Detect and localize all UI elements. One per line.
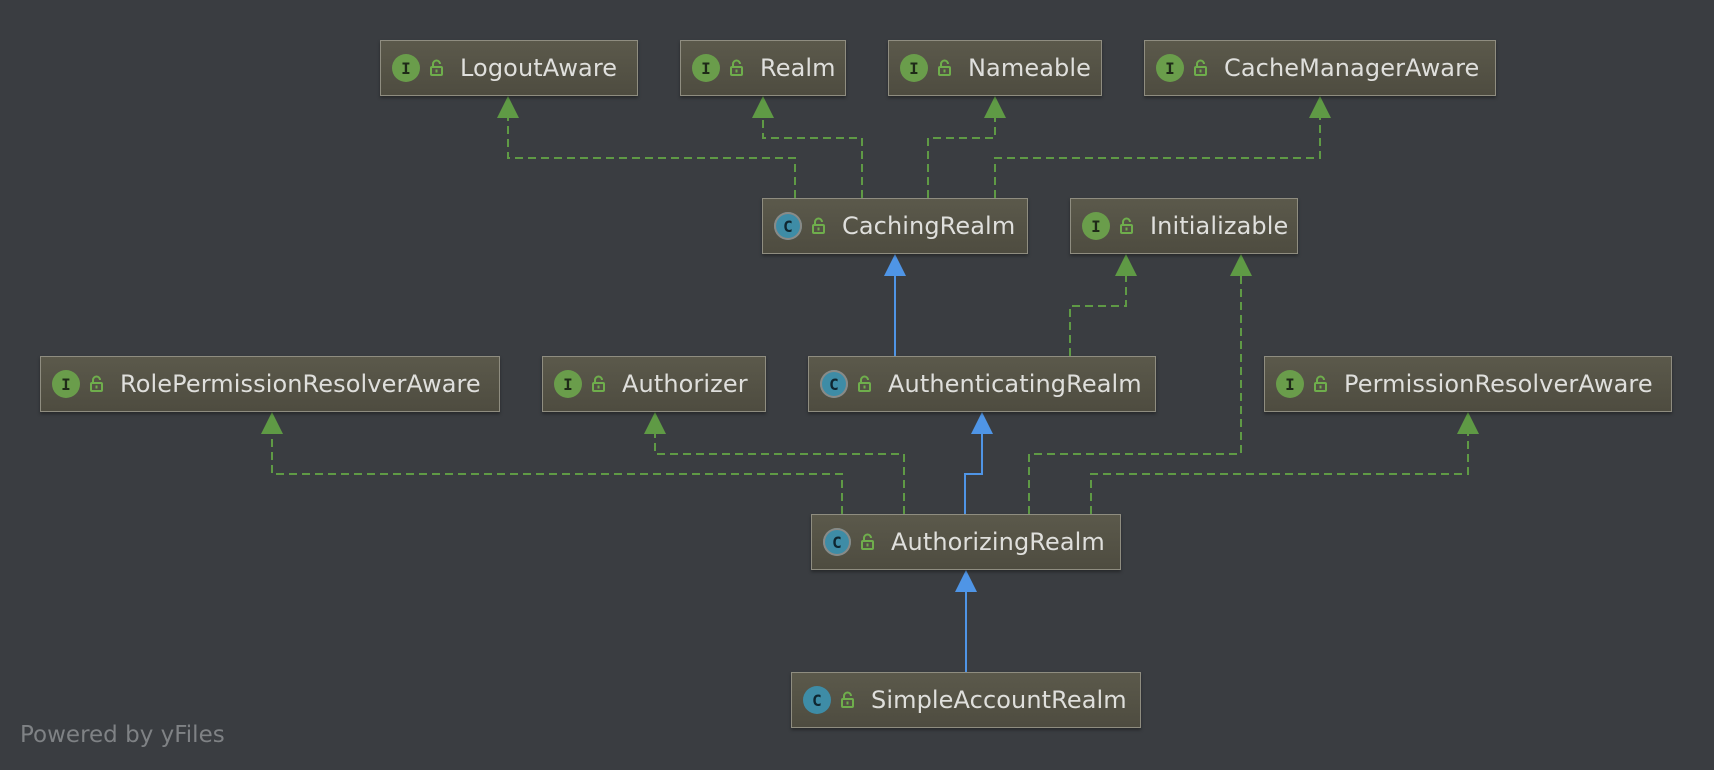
node-AuthorizingRealm[interactable]: C AuthorizingRealm (811, 514, 1121, 570)
node-RolePermissionResolverAware[interactable]: I RolePermissionResolverAware (40, 356, 500, 412)
node-label: CachingRealm (842, 212, 1016, 240)
edge-line (507, 116, 796, 198)
edge-AuthorizingRealm-to-Authorizer (644, 412, 905, 514)
unlocked-lock-icon (90, 375, 103, 392)
node-label: AuthenticatingRealm (888, 370, 1142, 398)
edge-CachingRealm-to-Realm (752, 96, 863, 198)
edge-AuthorizingRealm-to-PermissionResolverAware (1090, 412, 1479, 514)
interface-badge-icon: I (1276, 370, 1304, 398)
edge-AuthenticatingRealm-to-Initializable (1069, 254, 1137, 356)
edge-SimpleAccountRealm-to-AuthorizingRealm (955, 570, 977, 672)
node-label: AuthorizingRealm (891, 528, 1105, 556)
node-label: SimpleAccountRealm (871, 686, 1127, 714)
edge-AuthorizingRealm-to-AuthenticatingRealm (964, 412, 993, 514)
unlocked-lock-icon (592, 375, 605, 392)
edge-arrowhead (1115, 254, 1137, 276)
node-label: CacheManagerAware (1224, 54, 1480, 82)
node-label: RolePermissionResolverAware (120, 370, 481, 398)
unlocked-lock-icon (858, 375, 871, 392)
edge-line (1069, 274, 1127, 356)
unlocked-lock-icon (812, 217, 825, 234)
node-Realm[interactable]: I Realm (680, 40, 846, 96)
node-label: Realm (760, 54, 836, 82)
node-label: Initializable (1150, 212, 1289, 240)
node-Nameable[interactable]: I Nameable (888, 40, 1102, 96)
class-badge-icon: C (774, 212, 802, 240)
edge-arrowhead (261, 412, 283, 434)
node-label: LogoutAware (460, 54, 618, 82)
edge-CachingRealm-to-Nameable (927, 96, 1006, 198)
unlocked-lock-icon (1120, 217, 1133, 234)
edge-arrowhead (644, 412, 666, 434)
interface-badge-icon: I (554, 370, 582, 398)
edge-AuthenticatingRealm-to-CachingRealm (884, 254, 906, 356)
edge-line (762, 116, 863, 198)
unlocked-lock-icon (1314, 375, 1327, 392)
unlocked-lock-icon (730, 59, 743, 76)
class-badge-icon: C (820, 370, 848, 398)
edge-arrowhead (955, 570, 977, 592)
watermark: Powered by yFiles (20, 722, 225, 748)
node-label: Authorizer (622, 370, 748, 398)
node-label: PermissionResolverAware (1344, 370, 1653, 398)
unlocked-lock-icon (430, 59, 443, 76)
interface-badge-icon: I (52, 370, 80, 398)
interface-badge-icon: I (392, 54, 420, 82)
node-CachingRealm[interactable]: C CachingRealm (762, 198, 1028, 254)
edge-line (1090, 432, 1469, 514)
node-LogoutAware[interactable]: I LogoutAware (380, 40, 638, 96)
unlocked-lock-icon (841, 691, 854, 708)
node-SimpleAccountRealm[interactable]: C SimpleAccountRealm (791, 672, 1141, 728)
class-badge-icon: C (823, 528, 851, 556)
interface-badge-icon: I (1082, 212, 1110, 240)
edge-line (927, 116, 996, 198)
edge-line (964, 432, 983, 514)
node-Authorizer[interactable]: I Authorizer (542, 356, 766, 412)
unlocked-lock-icon (1194, 59, 1207, 76)
edge-arrowhead (1457, 412, 1479, 434)
unlocked-lock-icon (938, 59, 951, 76)
node-Initializable[interactable]: I Initializable (1070, 198, 1298, 254)
node-PermissionResolverAware[interactable]: I PermissionResolverAware (1264, 356, 1672, 412)
edge-line (654, 432, 905, 514)
edge-AuthorizingRealm-to-RolePermissionResolverAware (261, 412, 843, 514)
interface-badge-icon: I (1156, 54, 1184, 82)
edge-arrowhead (1230, 254, 1252, 276)
edge-line (1028, 274, 1242, 514)
edge-CachingRealm-to-CacheManagerAware (994, 96, 1331, 198)
edge-arrowhead (752, 96, 774, 118)
edge-CachingRealm-to-LogoutAware (497, 96, 796, 198)
edge-arrowhead (884, 254, 906, 276)
class-badge-icon: C (803, 686, 831, 714)
edge-arrowhead (984, 96, 1006, 118)
edge-arrowhead (971, 412, 993, 434)
edge-line (271, 432, 843, 514)
node-label: Nameable (968, 54, 1091, 82)
interface-badge-icon: I (900, 54, 928, 82)
node-CacheManagerAware[interactable]: I CacheManagerAware (1144, 40, 1496, 96)
unlocked-lock-icon (861, 533, 874, 550)
edge-arrowhead (497, 96, 519, 118)
edge-AuthorizingRealm-to-Initializable (1028, 254, 1252, 514)
node-AuthenticatingRealm[interactable]: C AuthenticatingRealm (808, 356, 1156, 412)
interface-badge-icon: I (692, 54, 720, 82)
edge-line (994, 116, 1321, 198)
edge-arrowhead (1309, 96, 1331, 118)
